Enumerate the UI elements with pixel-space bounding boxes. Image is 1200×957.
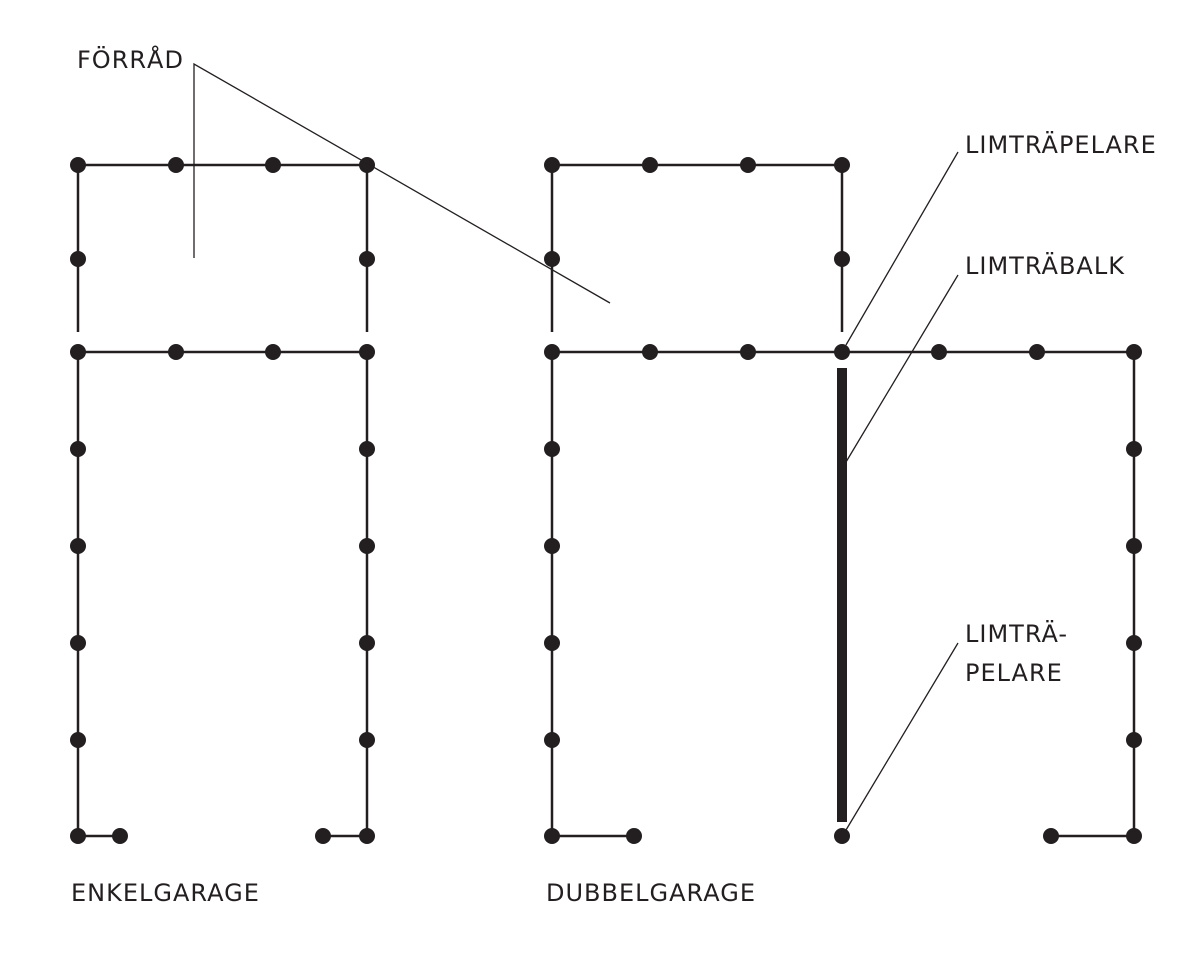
post (1126, 828, 1142, 844)
post (544, 828, 560, 844)
post (834, 251, 850, 267)
leader-lines (193, 62, 959, 831)
post (544, 157, 560, 173)
post (931, 344, 947, 360)
post (359, 157, 375, 173)
labels: FÖRRÅD LIMTRÄPELARE LIMTRÄBALK LIMTRÄ- P… (71, 45, 1157, 907)
post (544, 441, 560, 457)
post (70, 828, 86, 844)
post (834, 157, 850, 173)
post (265, 344, 281, 360)
column-top-leader-line (845, 151, 959, 346)
beam-leader-line (845, 274, 959, 463)
double-garage-label: DUBBELGARAGE (546, 879, 756, 907)
glulam-column-top (834, 344, 850, 360)
post (359, 732, 375, 748)
post (359, 538, 375, 554)
post (544, 251, 560, 267)
post (70, 441, 86, 457)
post (1043, 828, 1059, 844)
post (544, 344, 560, 360)
single-garage-plan (70, 157, 375, 844)
post (70, 344, 86, 360)
post (642, 157, 658, 173)
post (544, 732, 560, 748)
storage-label: FÖRRÅD (77, 45, 184, 74)
post (359, 441, 375, 457)
post (112, 828, 128, 844)
post (70, 635, 86, 651)
post (168, 157, 184, 173)
column-top-label: LIMTRÄPELARE (965, 130, 1157, 159)
post (359, 251, 375, 267)
post (642, 344, 658, 360)
glulam-beam (837, 368, 847, 822)
single-garage-label: ENKELGARAGE (71, 879, 260, 907)
double-garage-plan (544, 157, 1142, 844)
post (1126, 441, 1142, 457)
post (70, 251, 86, 267)
post (168, 344, 184, 360)
post (740, 344, 756, 360)
post (70, 732, 86, 748)
glulam-column-bottom (834, 828, 850, 844)
post (1126, 635, 1142, 651)
post (1126, 538, 1142, 554)
post (359, 344, 375, 360)
column-bottom-leader-line (845, 642, 959, 831)
post (315, 828, 331, 844)
column-bottom-label-line1: LIMTRÄ- (965, 619, 1068, 648)
post (1126, 344, 1142, 360)
post (1029, 344, 1045, 360)
post (265, 157, 281, 173)
post (740, 157, 756, 173)
post (70, 538, 86, 554)
beam-label: LIMTRÄBALK (965, 251, 1125, 280)
post (544, 538, 560, 554)
column-bottom-label-line2: PELARE (965, 659, 1063, 687)
post (544, 635, 560, 651)
post (359, 635, 375, 651)
post (1126, 732, 1142, 748)
storage-leader-line (193, 62, 611, 304)
post (626, 828, 642, 844)
post (70, 157, 86, 173)
post (359, 828, 375, 844)
